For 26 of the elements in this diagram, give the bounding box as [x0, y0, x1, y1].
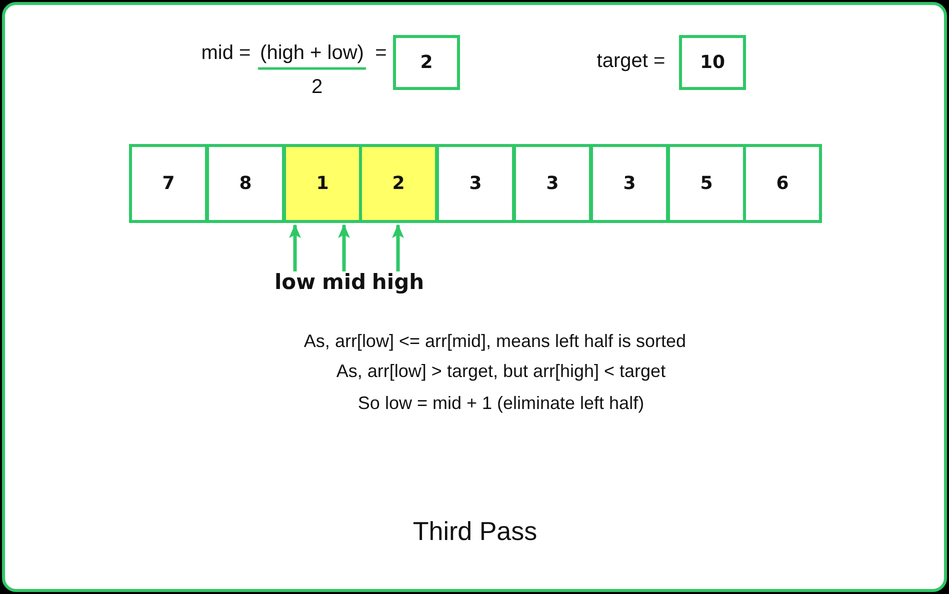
fraction-numerator: (high + low)	[260, 42, 364, 64]
arrow	[338, 224, 350, 272]
equals-sign: =	[375, 42, 387, 64]
arrow	[289, 224, 301, 272]
array-cell: 6	[743, 144, 822, 223]
caption: Third Pass	[412, 517, 538, 547]
value-box: 10	[679, 35, 746, 90]
arrow	[392, 224, 404, 272]
array-cell: 8	[206, 144, 285, 223]
pointer-label: mid	[322, 271, 366, 295]
array-cell: 3	[513, 144, 592, 223]
array-cell: 2	[359, 144, 438, 223]
array-cell: 7	[129, 144, 208, 223]
explanation-text: So low = mid + 1 (eliminate left half)	[358, 392, 644, 414]
array-cell: 1	[283, 144, 362, 223]
explanation-text: As, arr[low] <= arr[mid], means left half is sorted	[304, 330, 686, 352]
formula-text: mid =	[201, 42, 251, 64]
array-cell: 5	[667, 144, 746, 223]
pointer-label: low	[274, 271, 316, 295]
pointer-label: high	[372, 271, 424, 295]
explanation-text: As, arr[low] > target, but arr[high] < target	[336, 360, 666, 382]
target-label: target =	[596, 50, 666, 72]
fraction-denominator: 2	[311, 76, 323, 98]
array-cell: 3	[590, 144, 669, 223]
value-box: 2	[393, 35, 460, 90]
array-cell: 3	[436, 144, 515, 223]
